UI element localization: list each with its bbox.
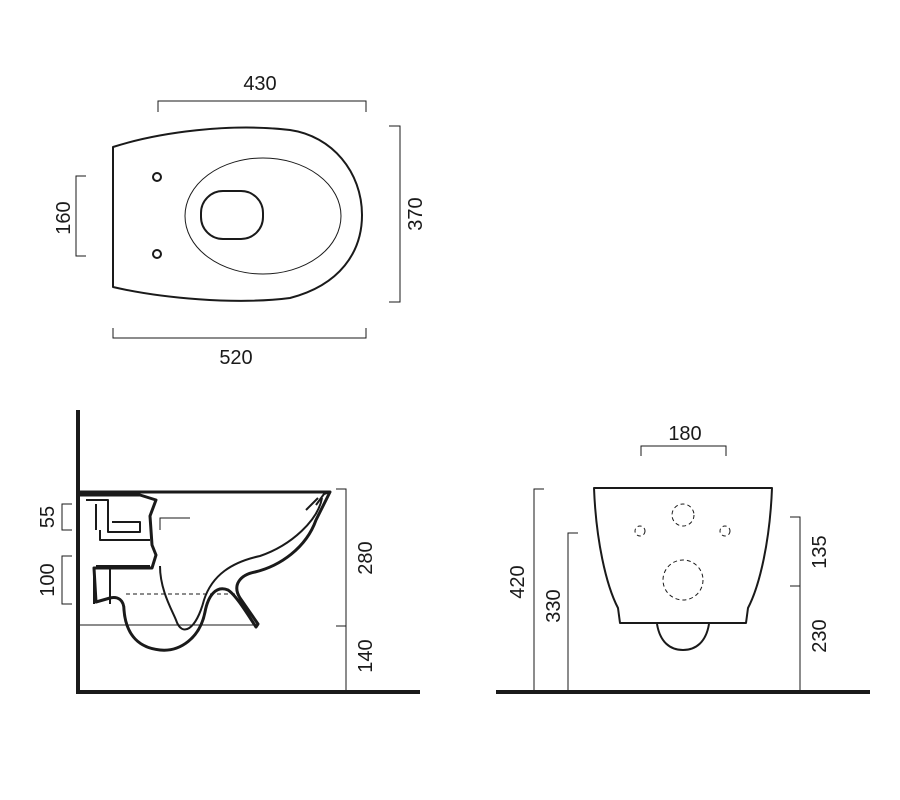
dim-line-430	[157, 100, 367, 112]
dim-label-230: 230	[809, 619, 831, 652]
front-view-outlet-opening	[662, 559, 704, 601]
top-view-bowl-outline	[112, 126, 363, 302]
front-view: 180 420 330 135 230	[496, 423, 870, 694]
dim-line-140	[336, 625, 347, 692]
side-view-inner-rim	[305, 491, 331, 511]
dim-label-135: 135	[809, 535, 831, 568]
dim-label-140: 140	[355, 639, 377, 672]
front-view-inlet-opening	[671, 503, 695, 527]
side-view-trap-inner	[159, 497, 323, 631]
front-view-outlet-bulge	[656, 623, 710, 651]
dim-label-280: 280	[355, 541, 377, 574]
dim-line-180	[640, 445, 727, 456]
side-view-outlet-pipe	[93, 565, 150, 604]
front-view-fixing-hole-left	[634, 525, 646, 537]
dim-label-160: 160	[53, 201, 75, 234]
side-view-flush-marker	[159, 517, 190, 530]
front-view-fixing-hole-right	[719, 525, 731, 537]
top-view-fixing-hole-lower	[152, 249, 162, 259]
dim-line-100	[61, 555, 72, 605]
dim-label-55: 55	[37, 506, 59, 528]
dim-label-100: 100	[37, 563, 59, 596]
dim-label-420: 420	[507, 565, 529, 598]
dim-line-160	[75, 175, 86, 257]
dim-label-430: 430	[243, 73, 276, 95]
dim-line-520	[112, 328, 367, 339]
side-view-inlet-connector	[86, 499, 150, 541]
top-view-fixing-hole-upper	[152, 172, 162, 182]
dim-label-180: 180	[668, 423, 701, 445]
dim-line-330	[567, 532, 578, 692]
top-view-rim-ellipse	[184, 157, 342, 275]
side-view: 55 100 280 140	[37, 410, 420, 694]
side-view-bowl-body	[78, 490, 332, 652]
dim-label-520: 520	[219, 347, 252, 369]
dim-line-280	[336, 488, 347, 627]
dim-line-55	[61, 503, 72, 531]
dim-line-370	[389, 125, 401, 303]
top-view: 430 520 370 160	[53, 73, 427, 369]
top-view-drain-opening	[200, 190, 264, 240]
dim-line-135	[790, 516, 801, 587]
dim-label-370: 370	[405, 197, 427, 230]
dim-line-420	[533, 488, 544, 692]
dim-label-330: 330	[543, 589, 565, 622]
front-view-bowl-outline	[593, 487, 773, 624]
